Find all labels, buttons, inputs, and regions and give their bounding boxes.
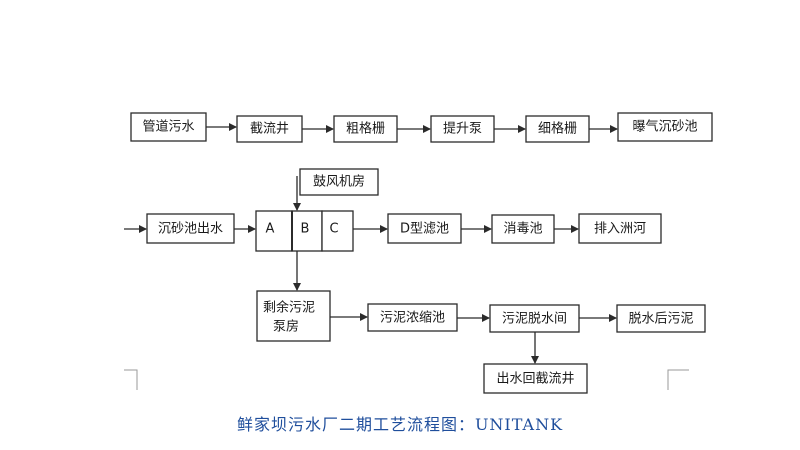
node-cell-a-label: A	[266, 222, 275, 237]
node-unitank-cell-c: C	[321, 210, 354, 252]
node-coarse-screen: 粗格栅	[333, 115, 398, 143]
node-discharge: 排入洲河	[578, 213, 662, 244]
node-dewatering-label: 污泥脱水间	[502, 312, 567, 327]
node-disinfection-label: 消毒池	[503, 222, 542, 237]
node-dewatered-sludge: 脱水后污泥	[616, 304, 706, 333]
node-grit-effluent-label: 沉砂池出水	[158, 222, 223, 237]
node-disinfection: 消毒池	[491, 214, 555, 244]
node-d-filter-label: D型滤池	[400, 222, 449, 237]
node-thickener: 污泥浓缩池	[367, 303, 458, 332]
page-corner-mark-right	[667, 369, 689, 390]
node-discharge-label: 排入洲河	[594, 222, 646, 237]
page-corner-mark-left	[124, 369, 138, 390]
node-unitank-cell-b: B	[291, 210, 323, 252]
node-cell-b-label: B	[301, 222, 310, 237]
node-dewatering: 污泥脱水间	[489, 304, 580, 333]
node-sludge-pump-room: 剩余污泥 泵房	[256, 290, 331, 342]
node-intercept-well-label: 截流井	[250, 122, 289, 137]
node-pipe-sewage: 管道污水	[130, 112, 207, 142]
node-cell-c-label: C	[329, 222, 338, 237]
node-blower-room: 鼓风机房	[299, 168, 379, 196]
node-grit-effluent: 沉砂池出水	[146, 213, 235, 244]
node-pipe-sewage-label: 管道污水	[142, 120, 194, 135]
node-unitank-cell-a: A	[255, 210, 293, 252]
node-lift-pump-label: 提升泵	[443, 121, 482, 137]
node-coarse-screen-label: 粗格栅	[346, 121, 385, 137]
figure-caption: 鲜家坝污水厂二期工艺流程图：UNITANK	[236, 415, 564, 434]
node-effluent-return-label: 出水回截流井	[496, 372, 574, 387]
node-aerated-grit-label: 曝气沉砂池	[632, 119, 697, 135]
node-d-filter: D型滤池	[387, 213, 462, 244]
node-lift-pump: 提升泵	[430, 115, 495, 143]
node-sludge-pump-label-2: 泵房	[273, 319, 299, 335]
node-fine-screen: 细格栅	[525, 115, 590, 143]
node-aerated-grit: 曝气沉砂池	[617, 112, 713, 142]
node-intercept-well: 截流井	[236, 115, 303, 143]
node-blower-room-label: 鼓风机房	[313, 174, 365, 190]
node-sludge-pump-label-1: 剩余污泥	[263, 300, 315, 316]
node-dewatered-label: 脱水后污泥	[628, 312, 693, 327]
node-thickener-label: 污泥浓缩池	[380, 310, 445, 326]
node-fine-screen-label: 细格栅	[538, 121, 577, 137]
node-effluent-return: 出水回截流井	[483, 363, 588, 394]
